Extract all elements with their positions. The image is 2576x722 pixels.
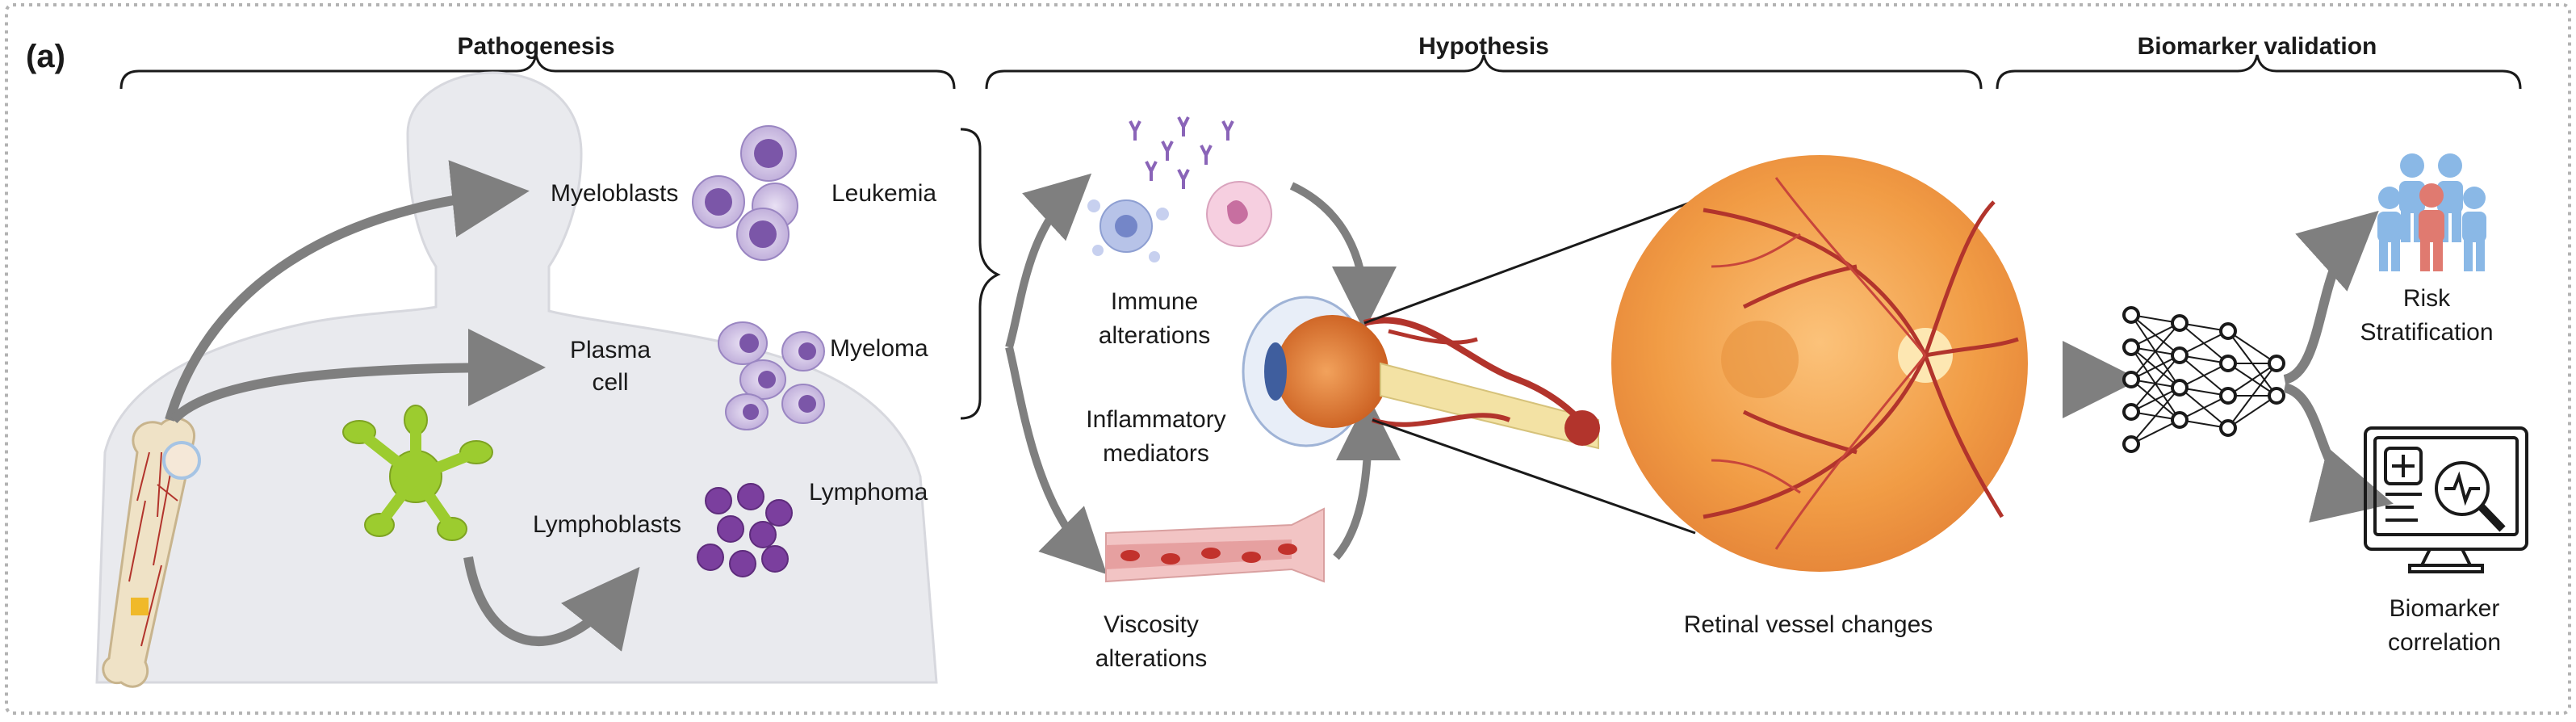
retina-icon bbox=[1611, 155, 2028, 572]
disease-list-brace bbox=[960, 128, 1001, 420]
eye-icon bbox=[1242, 296, 1600, 450]
pathogenesis-brace bbox=[119, 54, 956, 90]
pathogenesis-arrows bbox=[165, 160, 640, 652]
label-viscosity-alterations: alterations bbox=[1095, 645, 1208, 672]
neutrophil-icon bbox=[1206, 181, 1272, 247]
human-body-icon bbox=[95, 71, 938, 684]
outer-frame bbox=[5, 3, 2571, 715]
label-lymphoma: Lymphoma bbox=[809, 479, 928, 506]
panel-label: (a) bbox=[26, 39, 65, 74]
arrow-to-plasma bbox=[170, 329, 546, 424]
magnification-lines bbox=[1363, 184, 1736, 535]
blood-vessel-icon bbox=[1105, 507, 1325, 583]
label-biomarker: Biomarker bbox=[2389, 595, 2500, 622]
hypothesis-split-arrows bbox=[1005, 173, 1108, 575]
immune-cell-icon bbox=[1087, 199, 1169, 262]
label-inflammatory: Inflammatory bbox=[1086, 406, 1226, 433]
myeloblast-cluster-icon bbox=[692, 125, 798, 261]
label-myeloma: Myeloma bbox=[830, 335, 928, 362]
label-biomarker-correlation: correlation bbox=[2387, 629, 2502, 656]
label-myeloblasts: Myeloblasts bbox=[551, 180, 679, 207]
monitor-chart-icon bbox=[2364, 426, 2528, 573]
label-lymphoblasts: Lymphoblasts bbox=[533, 511, 681, 538]
label-risk: Risk bbox=[2402, 285, 2451, 312]
antibody-icon bbox=[1129, 116, 1234, 189]
label-immune-alterations: alterations bbox=[1098, 322, 1211, 349]
label-retinal-vessel-changes: Retinal vessel changes bbox=[1683, 611, 1933, 638]
neural-network-icon bbox=[2122, 306, 2285, 453]
plasma-cell-cluster-icon bbox=[718, 321, 825, 430]
section-title-biomarker-validation: Biomarker validation bbox=[2137, 33, 2377, 60]
label-plasma-cell: cell bbox=[592, 369, 629, 396]
label-viscosity: Viscosity bbox=[1104, 611, 1199, 638]
eye-input-arrows bbox=[1289, 182, 1401, 560]
hypothesis-brace bbox=[985, 54, 1983, 90]
label-inflammatory-mediators: mediators bbox=[1103, 440, 1209, 467]
label-immune: Immune bbox=[1110, 288, 1199, 315]
label-risk-stratification: Stratification bbox=[2360, 319, 2494, 346]
people-group-icon bbox=[2377, 153, 2486, 271]
lymphoblast-cluster-icon bbox=[697, 483, 793, 577]
arrow-to-myeloblasts bbox=[165, 160, 530, 422]
label-plasma: Plasma bbox=[569, 337, 651, 363]
section-title-hypothesis: Hypothesis bbox=[1418, 33, 1549, 60]
arrow-to-lymphoblasts bbox=[463, 556, 640, 652]
network-output-arrows bbox=[2283, 210, 2394, 523]
bone-icon bbox=[102, 417, 195, 688]
bone-marrow-origin bbox=[162, 441, 201, 480]
label-leukemia: Leukemia bbox=[831, 180, 937, 207]
section-title-pathogenesis: Pathogenesis bbox=[457, 33, 615, 60]
biomarker-brace bbox=[1996, 54, 2522, 90]
dendritic-cell-icon bbox=[342, 405, 493, 541]
